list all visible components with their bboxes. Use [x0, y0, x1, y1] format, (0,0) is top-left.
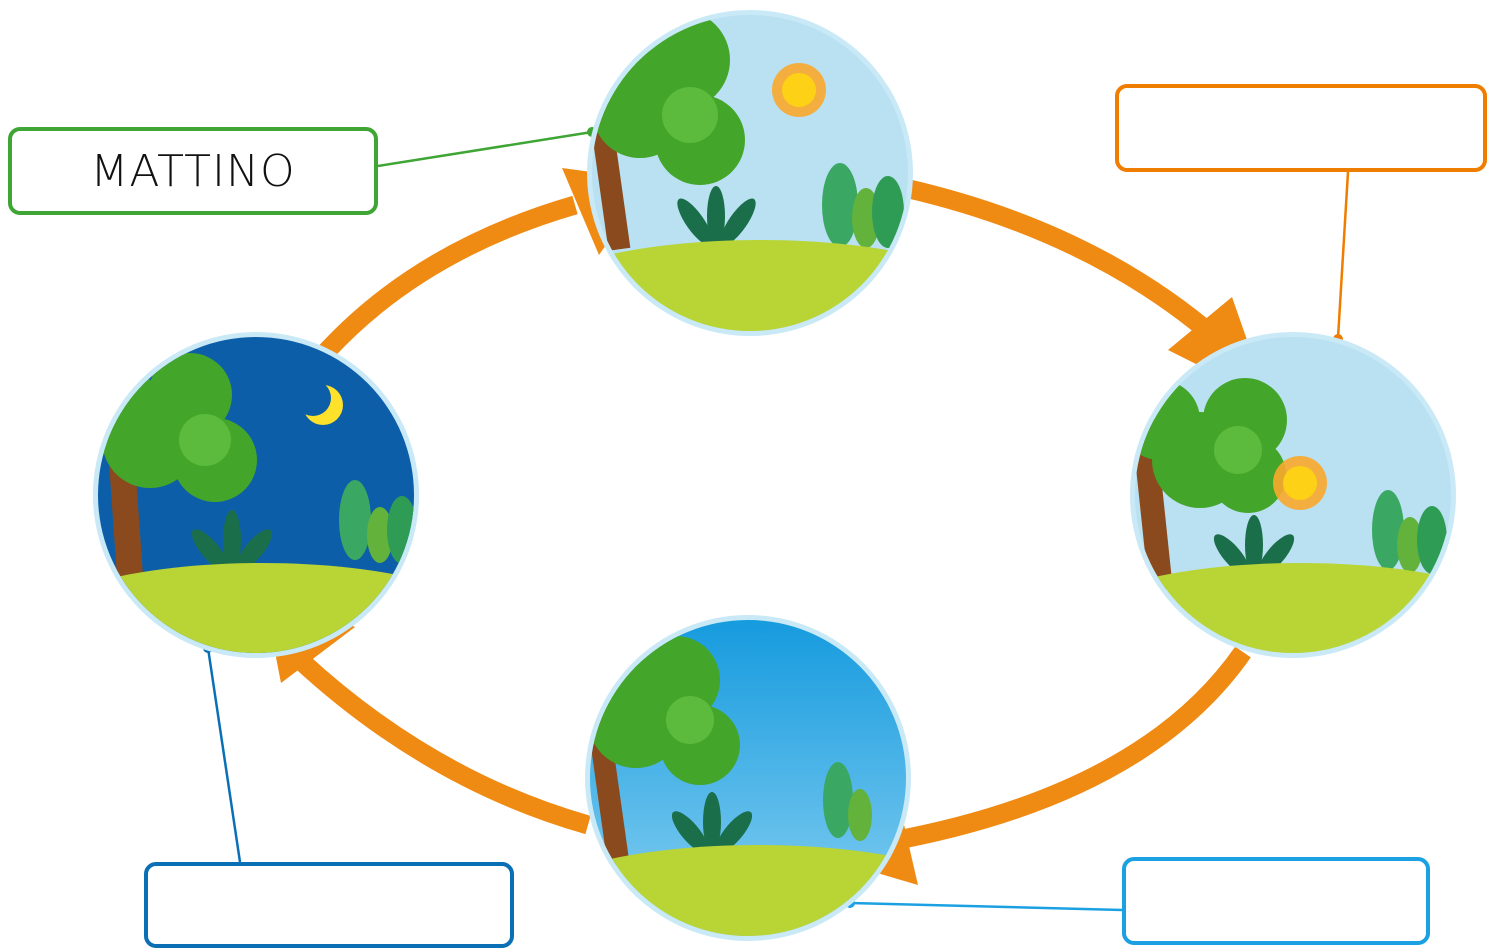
- label-morning: MATTINO: [90, 145, 296, 197]
- morning-connector: [377, 130, 593, 168]
- moon-icon: [295, 380, 343, 425]
- label-box-evening[interactable]: [1122, 857, 1430, 945]
- arrow-night-to-morning: [319, 195, 578, 359]
- label-box-noon[interactable]: [1115, 84, 1487, 172]
- night-connector: [206, 647, 242, 863]
- arrow-noon-to-evening: [868, 646, 1251, 855]
- label-box-morning[interactable]: MATTINO: [8, 127, 378, 215]
- bush-icon: [339, 480, 414, 564]
- noon-connector: [1336, 171, 1350, 339]
- grass: [592, 240, 908, 331]
- plant-icon: [191, 510, 273, 571]
- bush-icon: [823, 762, 872, 841]
- grass: [1135, 563, 1451, 653]
- scene-noon: [1130, 332, 1456, 658]
- scene-night: [93, 332, 419, 658]
- scene-evening: [585, 615, 911, 941]
- grass: [98, 563, 414, 653]
- evening-connector: [849, 901, 1123, 912]
- sun-icon: [772, 63, 826, 117]
- plant-icon: [671, 792, 753, 853]
- sun-icon: [1273, 456, 1327, 510]
- grass: [590, 845, 906, 936]
- arrow-evening-to-night: [293, 653, 591, 835]
- label-box-night[interactable]: [144, 862, 514, 948]
- plant-icon: [677, 186, 756, 246]
- bush-icon: [822, 163, 904, 248]
